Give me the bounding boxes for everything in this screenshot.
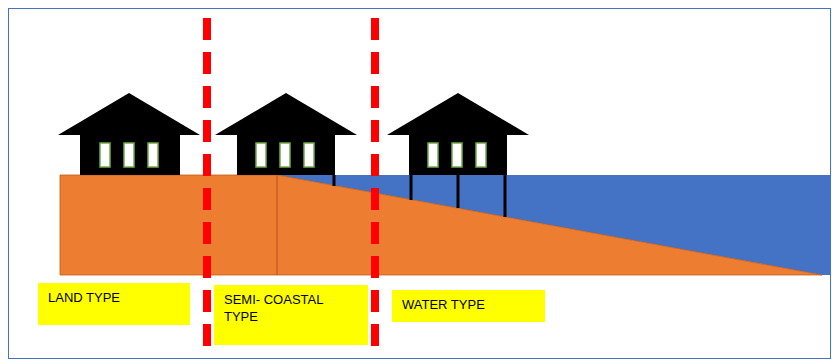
type-label: WATER TYPE	[402, 296, 535, 313]
land	[60, 175, 822, 275]
frame	[9, 9, 831, 359]
type-label: SEMI- COASTAL TYPE	[224, 291, 328, 325]
type-label: LAND TYPE	[48, 289, 180, 306]
land-edge	[277, 175, 278, 275]
house-semi-coastal	[215, 93, 357, 186]
boundary-dash	[371, 18, 379, 358]
type-label-box: LAND TYPE	[38, 283, 190, 325]
type-label-box: WATER TYPE	[392, 290, 545, 322]
boundary-dash	[203, 18, 211, 358]
type-label-box: SEMI- COASTAL TYPE	[214, 285, 368, 345]
house-water	[387, 93, 529, 217]
house-land	[58, 93, 200, 175]
